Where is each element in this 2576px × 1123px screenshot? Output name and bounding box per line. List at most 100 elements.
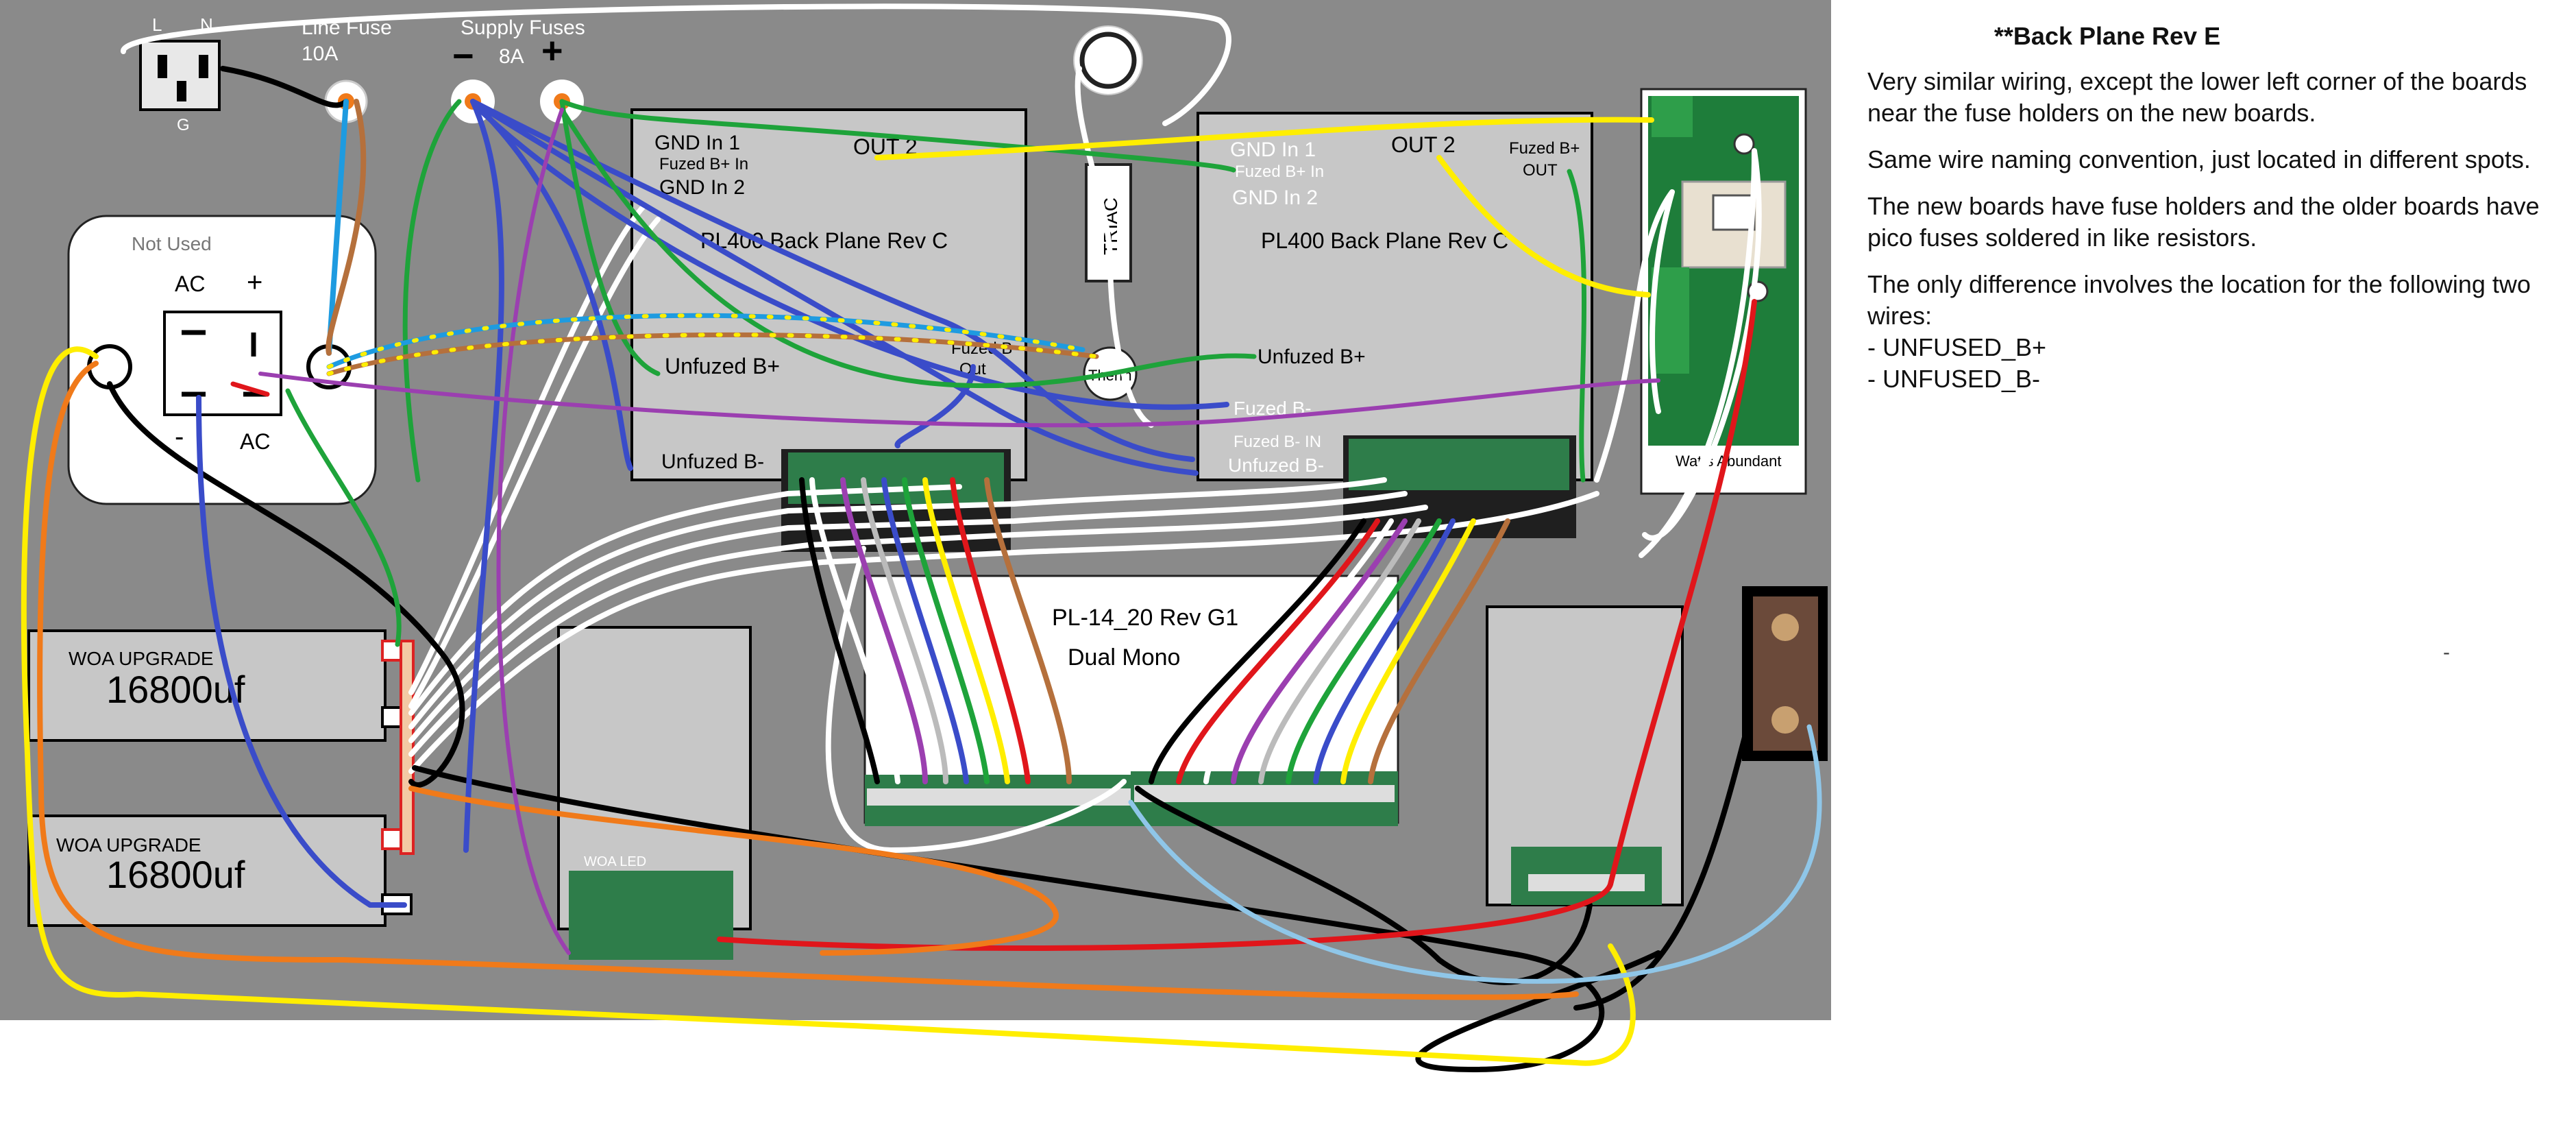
terminal-strip <box>400 640 415 855</box>
ribbon-yellow-1 <box>922 477 1010 784</box>
cap-2-value: 16800uf <box>106 853 245 896</box>
right-fuzed-b-in: Fuzed B+ In <box>1235 162 1324 181</box>
wire-white-board-loop <box>825 546 1127 853</box>
ribbon-gray-2 <box>1258 518 1421 784</box>
left-unfuzed-b-plus: Unfuzed B+ <box>665 354 780 378</box>
wire-green-watts <box>1567 169 1586 483</box>
wire-blue-fuse-3 <box>463 99 504 853</box>
terminal-pcb-bottom-right <box>1131 771 1398 826</box>
wire-blue-fuse-4 <box>470 99 633 471</box>
ribbon-red-1 <box>950 477 1031 784</box>
ribbon-purple-2 <box>1231 518 1408 784</box>
capacitor-2: WOA UPGRADE 16800uf <box>27 814 413 927</box>
wire-green-fuse <box>559 99 1236 173</box>
notes-panel: **Back Plane Rev E Very similar wiring, … <box>1867 21 2553 395</box>
notes-paragraph-2: Same wire naming convention, just locate… <box>1867 145 2531 173</box>
backplane-board-right: PL400 Back Plane Rev C GND In 1 Fuzed B+… <box>1197 112 1593 481</box>
ribbon-brown-1 <box>984 477 1072 784</box>
woa-led-label: WOA LED <box>584 854 646 869</box>
left-gnd-in-2: GND In 2 <box>659 176 745 199</box>
left-fuzed-b-in: Fuzed B+ In <box>659 155 748 173</box>
ribbon-yellow-2 <box>1340 518 1476 784</box>
wire-orange-perimeter <box>37 361 1579 1000</box>
wire-blue-fuzed-b <box>894 364 976 448</box>
rect-minus: - <box>175 422 184 452</box>
notes-wire-item: UNFUSED_B+ <box>1867 332 2553 363</box>
right-fuzed-b-minus-in: Fuzed B- IN <box>1234 433 1321 451</box>
wire-white-left-fan <box>408 203 647 695</box>
amp-board-title: PL-14_20 Rev G1 <box>1052 605 1238 631</box>
wire-white-right-up <box>1594 189 1675 483</box>
supply-fuse-plus: + <box>541 30 563 71</box>
right-gnd-in-1: GND In 1 <box>1230 138 1316 161</box>
stray-dash: - <box>2443 641 2450 664</box>
wire-yellow-out2 <box>874 117 1654 160</box>
ribbon-white-2 <box>1203 518 1394 784</box>
line-fuse-rating: 10A <box>302 43 338 65</box>
wire-blue-rect-cap <box>196 395 407 908</box>
notes-paragraph-1: Very similar wiring, except the lower le… <box>1867 67 2527 127</box>
ribbon-black-1 <box>799 477 880 784</box>
wire-red-right <box>717 299 1757 951</box>
wire-white-top-loop <box>121 3 1231 126</box>
wire-green-unfuzed <box>559 99 661 376</box>
wire-yellow-out2-right <box>1436 155 1651 298</box>
power-inlet: L N G <box>139 14 221 134</box>
wire-red-rect <box>230 381 270 397</box>
ribbon-purple-1 <box>840 477 928 784</box>
rect-plus: + <box>247 267 262 298</box>
supply-fuses-title: Supply Fuses <box>461 16 585 39</box>
wire-white-bundle-5 <box>408 491 1599 774</box>
ribbon-brown-2 <box>1368 518 1510 784</box>
wire-white-left-fan-2 <box>408 217 661 709</box>
right-fuzed-b-plus-out: Fuzed B+OUT <box>1509 139 1580 180</box>
wire-black-switch <box>1573 724 1750 1011</box>
cap-1-value: 16800uf <box>106 668 245 711</box>
ribbon-gray-1 <box>861 477 948 784</box>
left-unfuzed-b-minus: Unfuzed B- <box>661 450 764 473</box>
inlet-g-label: G <box>177 116 190 134</box>
wire-white-bundle-1 <box>408 484 962 716</box>
supply-fuse-minus: − <box>452 36 474 77</box>
notes-paragraph-3: The new boards have fuse holders and the… <box>1867 192 2540 252</box>
inlet-l-label: L <box>152 14 162 35</box>
ribbon-green-1 <box>902 477 990 784</box>
wire-white-bundle-2 <box>408 477 1387 729</box>
notes-title: **Back Plane Rev E <box>1994 22 2221 50</box>
supply-fuse-rating: 8A <box>499 45 524 68</box>
ribbon-red-2 <box>1176 518 1380 784</box>
wire-purple-left <box>496 108 571 955</box>
ribbon-black-2 <box>1149 518 1366 784</box>
rect-ac-top: AC <box>175 271 205 296</box>
wire-purple-rect <box>258 372 1660 428</box>
ribbon-green-2 <box>1286 518 1442 784</box>
notes-paragraph-4: The only difference involves the locatio… <box>1867 270 2531 330</box>
right-unfuzed-b-plus: Unfuzed B+ <box>1258 346 1366 368</box>
right-out-2: OUT 2 <box>1391 132 1456 157</box>
wire-white-right-down <box>1639 148 1762 558</box>
cap-2-upgrade: WOA UPGRADE <box>56 834 201 856</box>
wire-brown-line <box>326 99 367 356</box>
wire-black-cap <box>107 381 465 788</box>
right-board-title: PL400 Back Plane Rev C <box>1261 228 1508 253</box>
wire-black-inlet <box>220 66 349 108</box>
notes-wire-list: UNFUSED_B+ UNFUSED_B- <box>1867 332 2553 395</box>
terminal-pcb-lower-right <box>1511 847 1662 905</box>
rect-ac-bottom: AC <box>240 429 270 454</box>
wire-lightblue-switch <box>1128 724 1822 984</box>
wire-green-cap <box>285 388 402 647</box>
ribbon-blue-1 <box>881 477 969 784</box>
cap-1-upgrade: WOA UPGRADE <box>69 648 214 669</box>
potentiometer <box>1073 25 1143 95</box>
wire-black-amp <box>1135 786 1593 985</box>
capacitor-1: WOA UPGRADE 16800uf <box>27 629 413 742</box>
toggle-switches <box>1742 586 1828 761</box>
wire-dotted-ac-bottom-dots <box>327 333 1099 376</box>
wire-white-bundle-3 <box>408 491 1408 743</box>
right-gnd-in-2: GND In 2 <box>1232 186 1318 209</box>
wire-orange-amp <box>408 786 1059 956</box>
ribbon-white-1 <box>809 477 900 784</box>
terminal-pcb-woa-led: WOA LED <box>569 854 733 960</box>
wire-white-pot-loop <box>1075 66 1154 428</box>
ribbon-blue-2 <box>1313 518 1456 784</box>
